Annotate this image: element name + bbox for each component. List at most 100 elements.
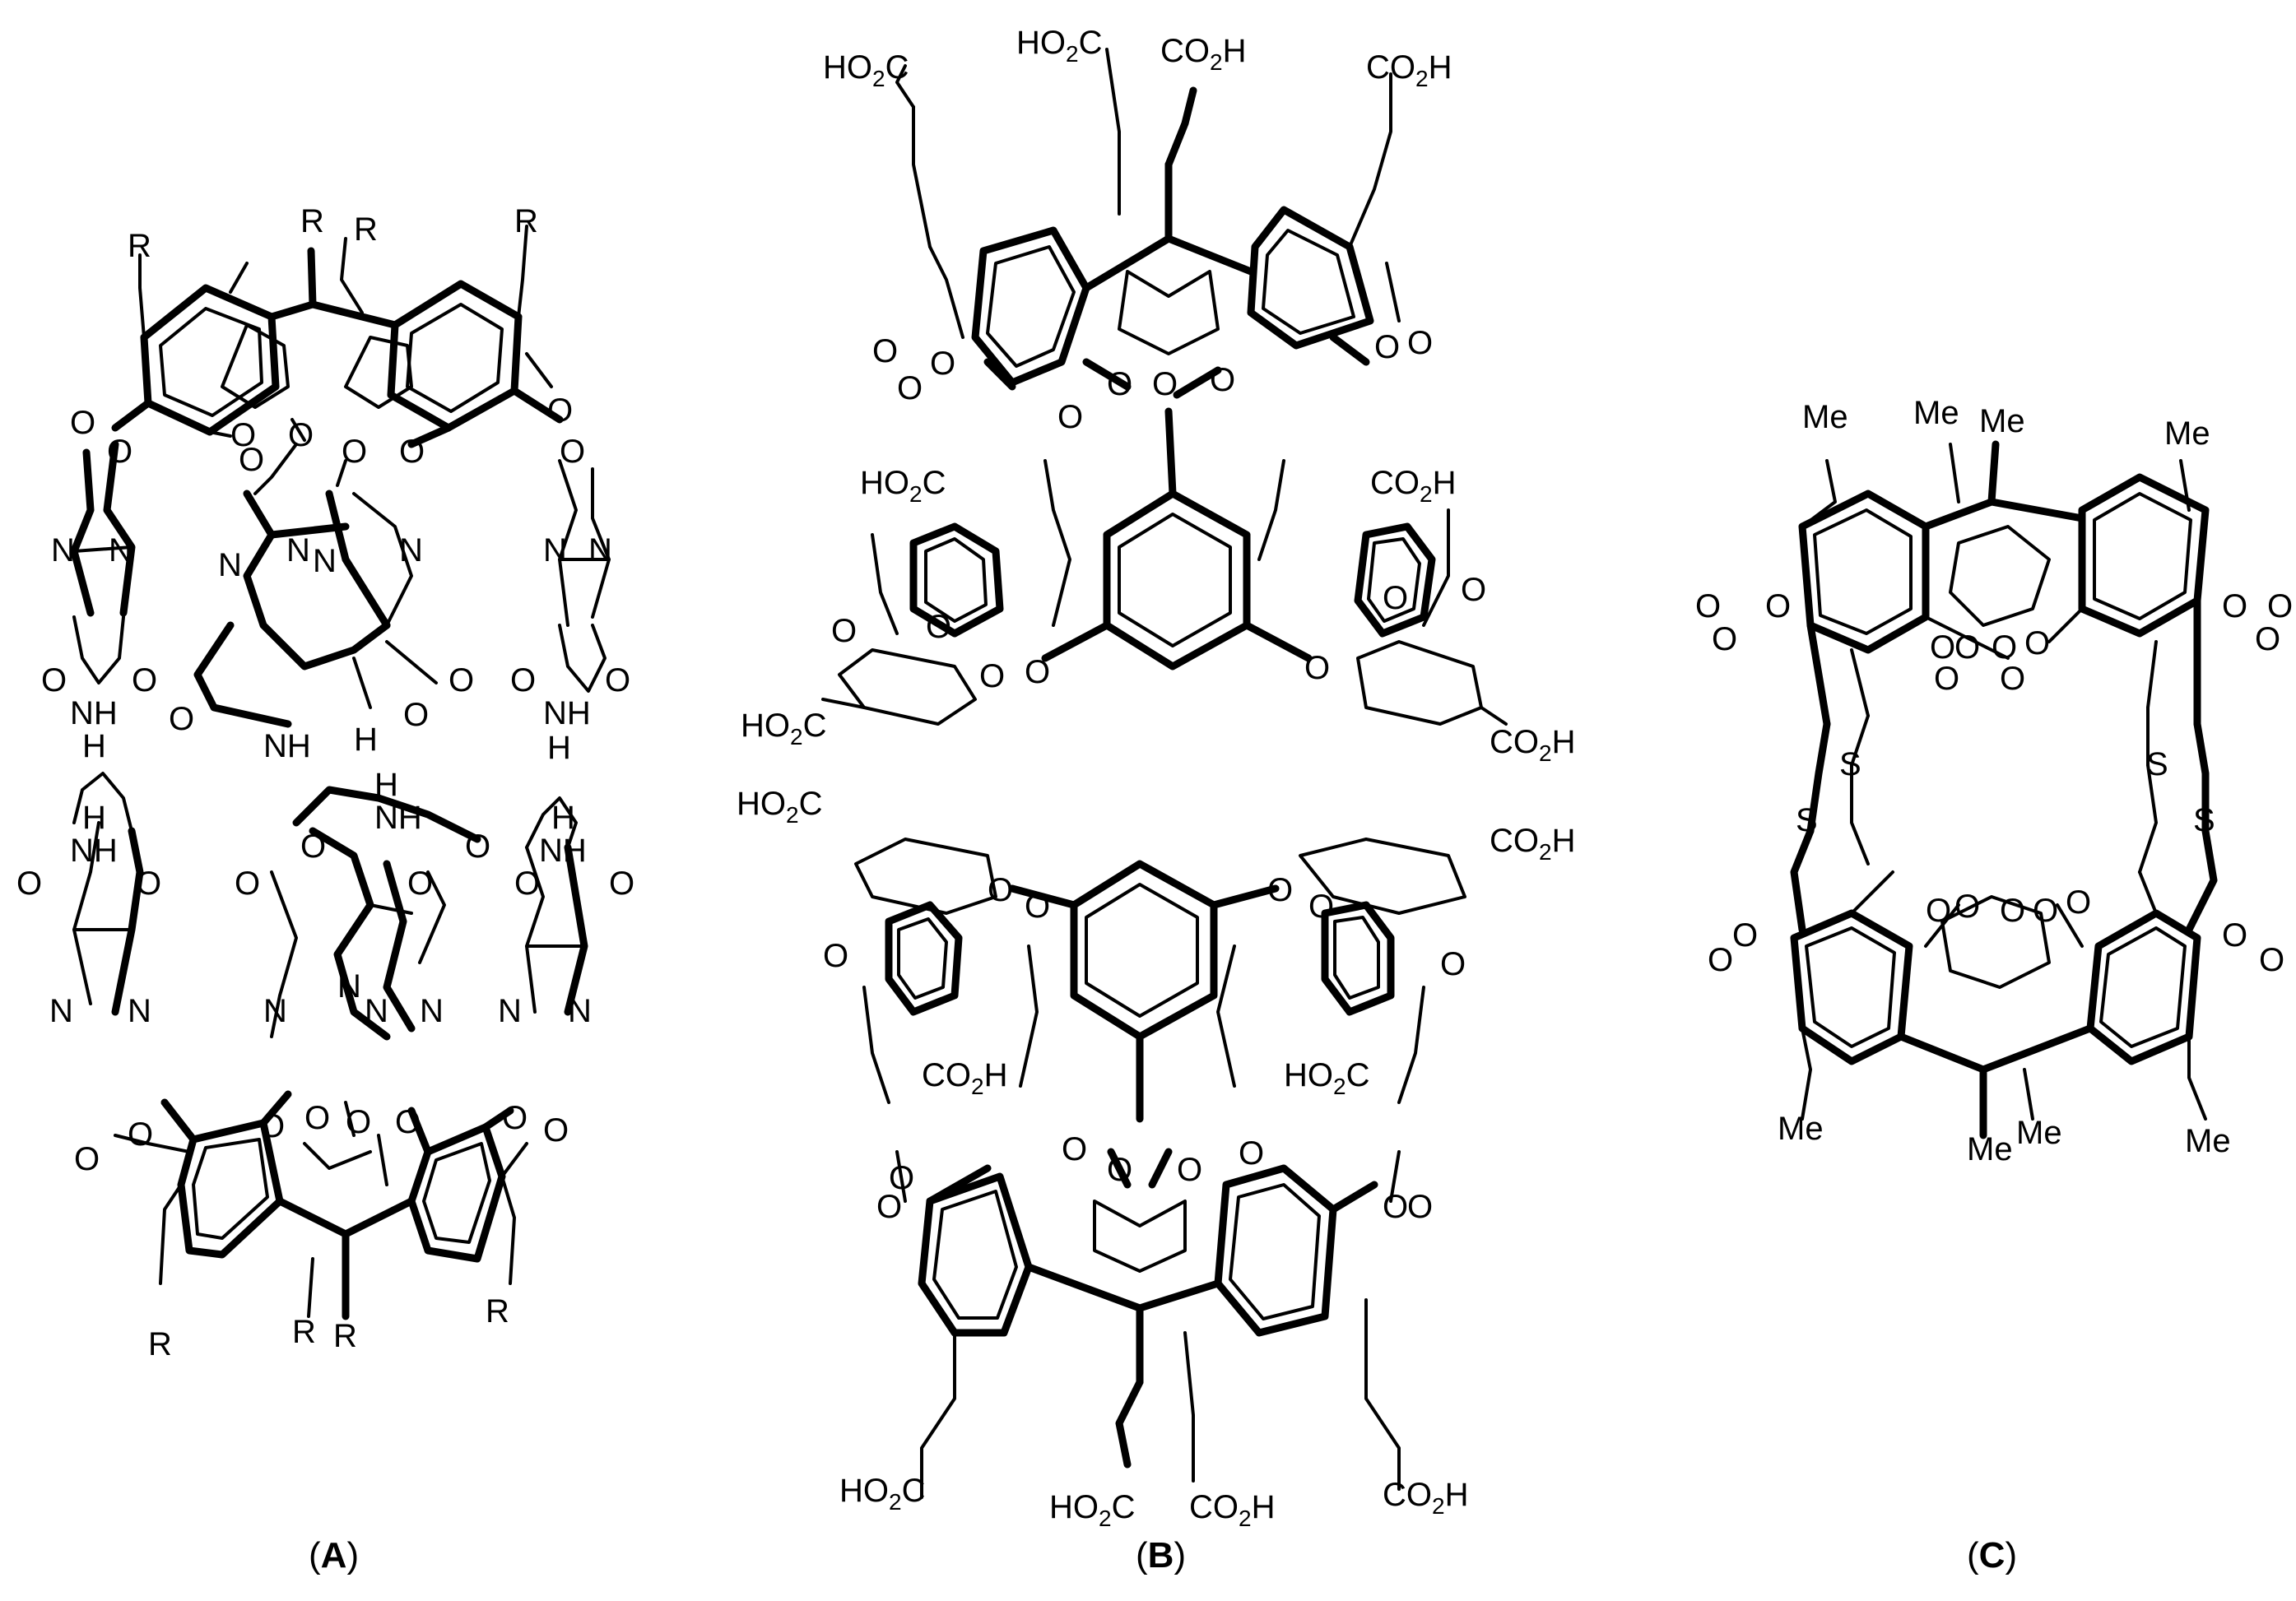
atom-n: N	[218, 547, 242, 583]
atom-n: N	[337, 968, 361, 1005]
atom-r: R	[128, 228, 151, 264]
atom-o: O	[1708, 942, 1733, 978]
atom-me: Me	[1913, 395, 1959, 431]
caption-c: (C)	[1967, 1535, 2017, 1575]
atom-o: O	[235, 865, 260, 902]
atom-n: N	[109, 532, 132, 568]
atom-o: O	[1765, 588, 1791, 624]
atom-o: O	[1934, 661, 1959, 697]
atom-o: O	[1057, 399, 1083, 435]
atom-o: O	[502, 1100, 528, 1136]
atom-o: O	[1239, 1135, 1264, 1172]
label-co2h: CO2H	[1189, 1489, 1275, 1531]
structure-b-lower-core	[854, 838, 1466, 1123]
structure-a-upper-rings	[70, 440, 611, 728]
atom-o: O	[897, 370, 923, 406]
atom-o: O	[872, 333, 898, 369]
atom-o: O	[2259, 942, 2284, 978]
atom-o: O	[259, 1108, 285, 1144]
atom-o: O	[169, 701, 194, 737]
atom-r: R	[148, 1326, 172, 1362]
atom-n: N	[49, 993, 73, 1029]
atom-o: O	[230, 417, 256, 453]
atom-me: Me	[1967, 1131, 2013, 1167]
atom-o: O	[1267, 872, 1293, 908]
atom-o: O	[988, 872, 1013, 908]
atom-o: O	[2222, 588, 2247, 624]
atom-r: R	[300, 203, 324, 239]
label-ho2c: HO2C	[823, 49, 909, 91]
atom-n: N	[286, 532, 310, 568]
label-ho2c: HO2C	[1049, 1489, 1135, 1531]
atom-o: O	[2267, 588, 2293, 624]
atom-o: O	[1930, 629, 1955, 666]
atom-nh: NH	[539, 833, 587, 869]
atom-n: N	[588, 532, 612, 568]
atom-nh: NH	[543, 695, 591, 731]
structure-a: R R R R O O O O O O O O O N N N N N N N …	[16, 203, 634, 1575]
structure-b-atom-labels: HO2C HO2C CO2H CO2H O O O O O O O O O HO…	[737, 25, 1575, 1531]
atom-o: O	[449, 662, 474, 698]
label-co2h: CO2H	[922, 1057, 1007, 1099]
atom-o: O	[1210, 362, 1235, 398]
atom-o: O	[136, 865, 161, 902]
atom-o: O	[979, 658, 1005, 694]
atom-o: O	[831, 613, 857, 649]
atom-r: R	[354, 211, 378, 248]
atom-o: O	[1107, 366, 1132, 402]
caption-a: (A)	[309, 1535, 359, 1575]
atom-o: O	[1107, 1152, 1132, 1188]
atom-h: H	[551, 800, 575, 836]
atom-s: S	[1796, 802, 1818, 838]
atom-o: O	[1407, 1189, 1433, 1225]
atom-o: O	[2033, 893, 2058, 929]
atom-o: O	[1308, 889, 1334, 925]
atom-o: O	[926, 609, 951, 645]
label-co2h: CO2H	[1490, 823, 1575, 865]
atom-n: N	[51, 532, 75, 568]
atom-n: N	[498, 993, 522, 1029]
structure-b-lower-bowl	[895, 1148, 1401, 1499]
structure-b-upper-core	[821, 407, 1508, 726]
atom-s: S	[2146, 746, 2168, 782]
atom-o: O	[609, 865, 634, 902]
atom-me: Me	[1979, 403, 2025, 439]
atom-o: O	[1025, 654, 1050, 690]
atom-n: N	[263, 993, 287, 1029]
atom-o: O	[930, 346, 955, 382]
structure-a-atom-labels: R R R R O O O O O O O O O N N N N N N N …	[16, 203, 634, 1362]
label-ho2c: HO2C	[1284, 1057, 1369, 1099]
atom-o: O	[239, 442, 264, 478]
atom-n: N	[568, 993, 592, 1029]
atom-o: O	[74, 1141, 100, 1177]
atom-o: O	[399, 434, 425, 470]
atom-o: O	[395, 1104, 421, 1140]
atom-o: O	[1407, 325, 1433, 361]
label-co2h: CO2H	[1490, 724, 1575, 766]
atom-o: O	[16, 865, 42, 902]
atom-o: O	[1025, 889, 1050, 925]
atom-n: N	[313, 543, 337, 579]
atom-me: Me	[1778, 1111, 1824, 1147]
atom-o: O	[346, 1104, 371, 1140]
atom-n: N	[399, 532, 423, 568]
atom-r: R	[292, 1314, 316, 1350]
atom-o: O	[605, 662, 630, 698]
atom-o: O	[1461, 572, 1486, 608]
structure-c-lower-bowl	[1790, 870, 2207, 1139]
atom-n: N	[128, 993, 151, 1029]
atom-o: O	[1926, 893, 1951, 929]
atom-o: O	[1383, 580, 1408, 616]
atom-n: N	[420, 993, 444, 1029]
atom-o: O	[465, 828, 490, 865]
atom-o: O	[1304, 650, 1330, 686]
label-ho2c: HO2C	[839, 1473, 925, 1515]
atom-me: Me	[2016, 1115, 2062, 1151]
atom-o: O	[342, 434, 367, 470]
structure-c-disulfide-bridges	[1790, 706, 2218, 934]
atom-o: O	[1383, 1189, 1408, 1225]
atom-o: O	[288, 417, 314, 453]
caption-b: (B)	[1136, 1535, 1186, 1575]
atom-o: O	[1732, 917, 1758, 954]
